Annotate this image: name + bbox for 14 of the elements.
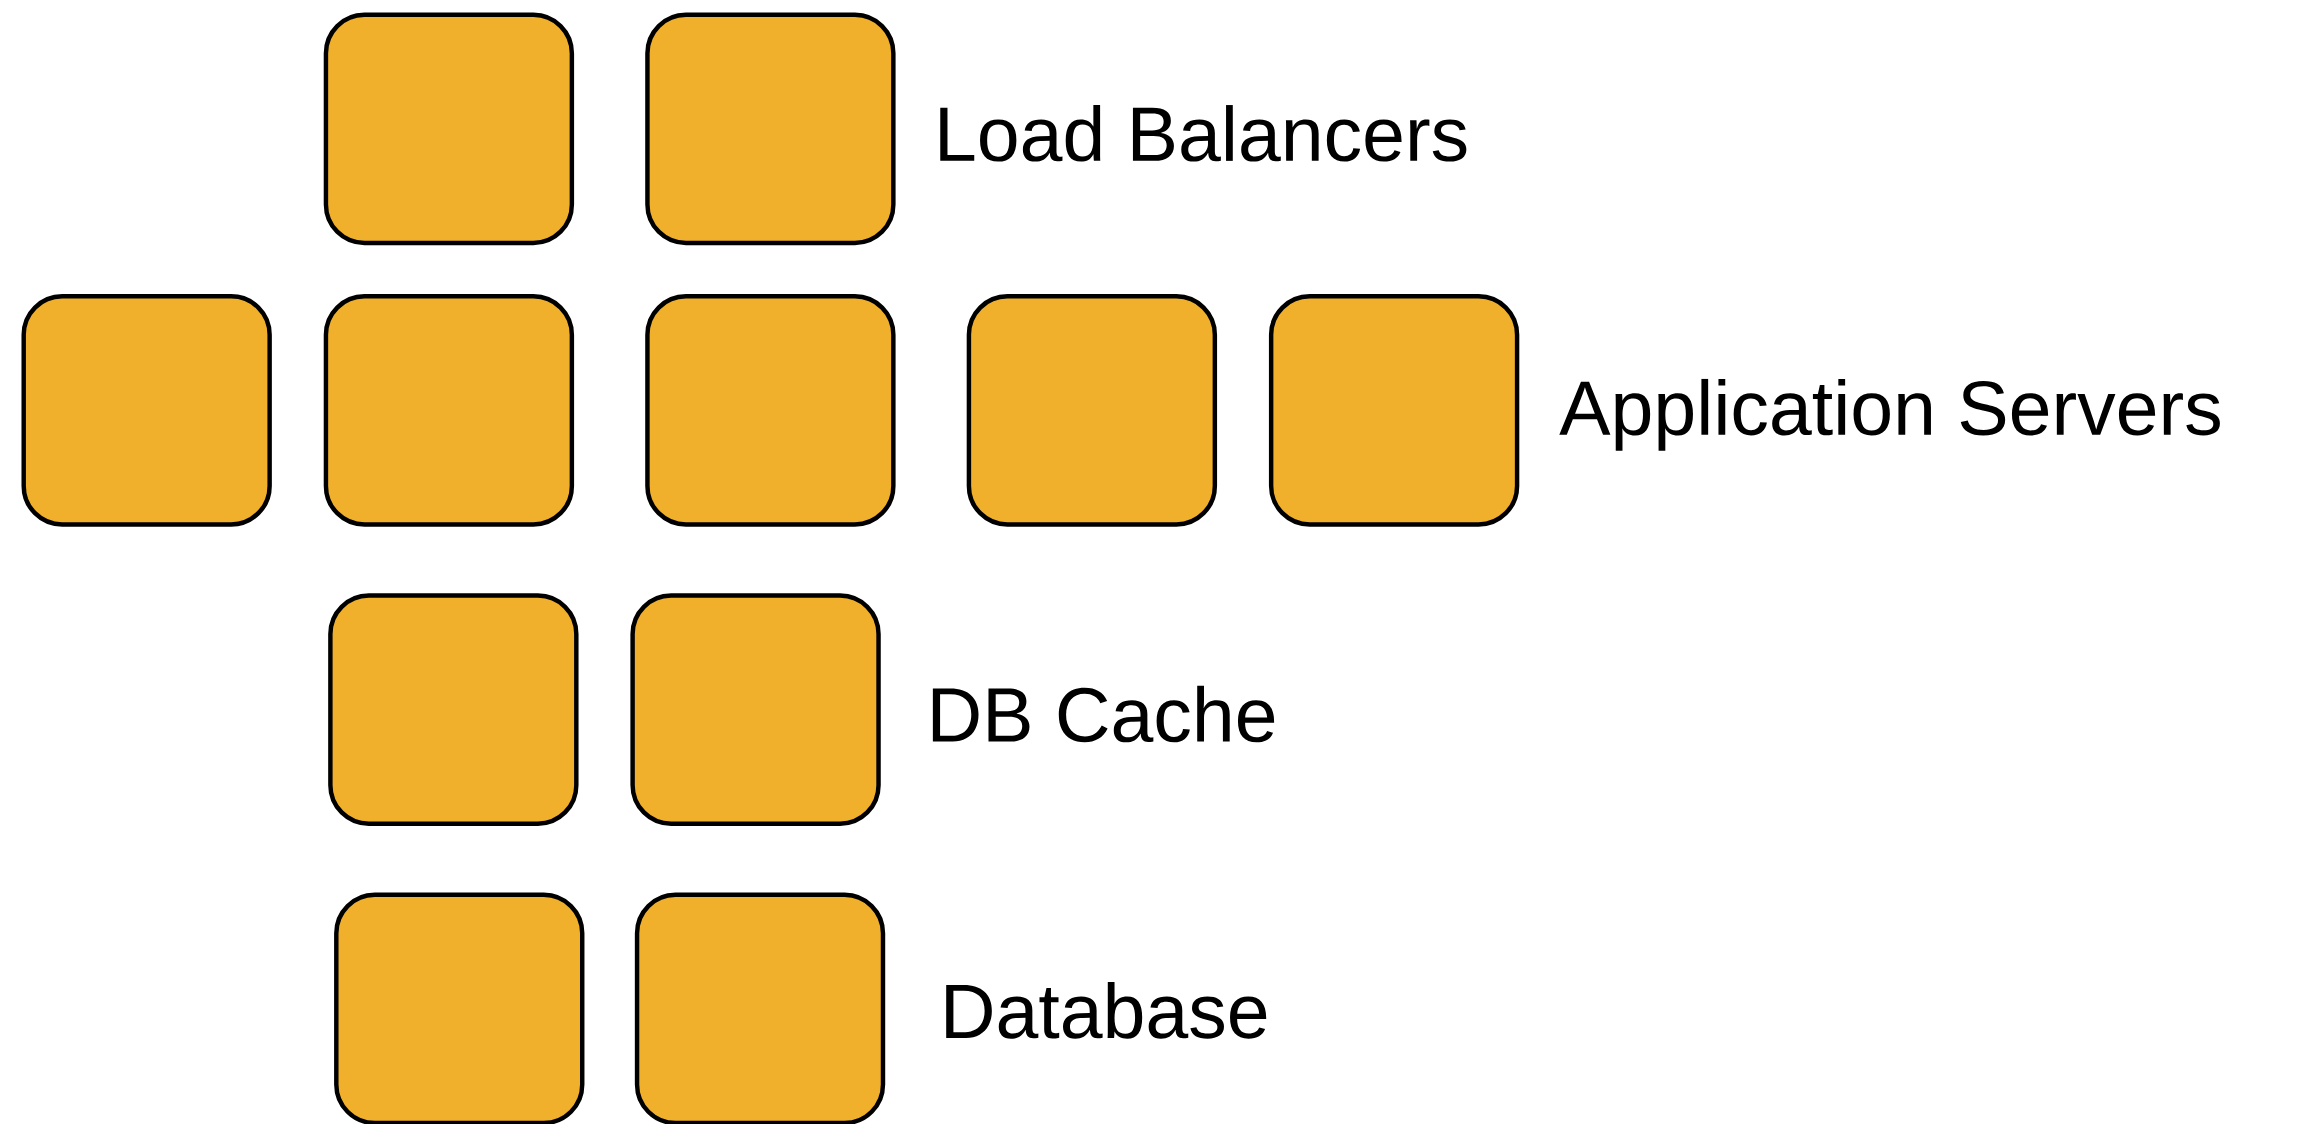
- server-box: [634, 892, 886, 1124]
- server-box: [323, 12, 575, 245]
- server-box: [645, 293, 896, 527]
- tier-label: Load Balancers: [940, 104, 1467, 162]
- tier-label: Database: [946, 981, 1267, 1039]
- server-box: [645, 12, 896, 245]
- server-box: [334, 892, 585, 1124]
- server-box: [966, 293, 1218, 527]
- server-box: [1268, 293, 1520, 527]
- server-box: [21, 293, 272, 527]
- tier-label: DB Cache: [932, 685, 1275, 743]
- server-box: [630, 593, 881, 826]
- server-box: [328, 593, 579, 826]
- server-box: [323, 293, 575, 527]
